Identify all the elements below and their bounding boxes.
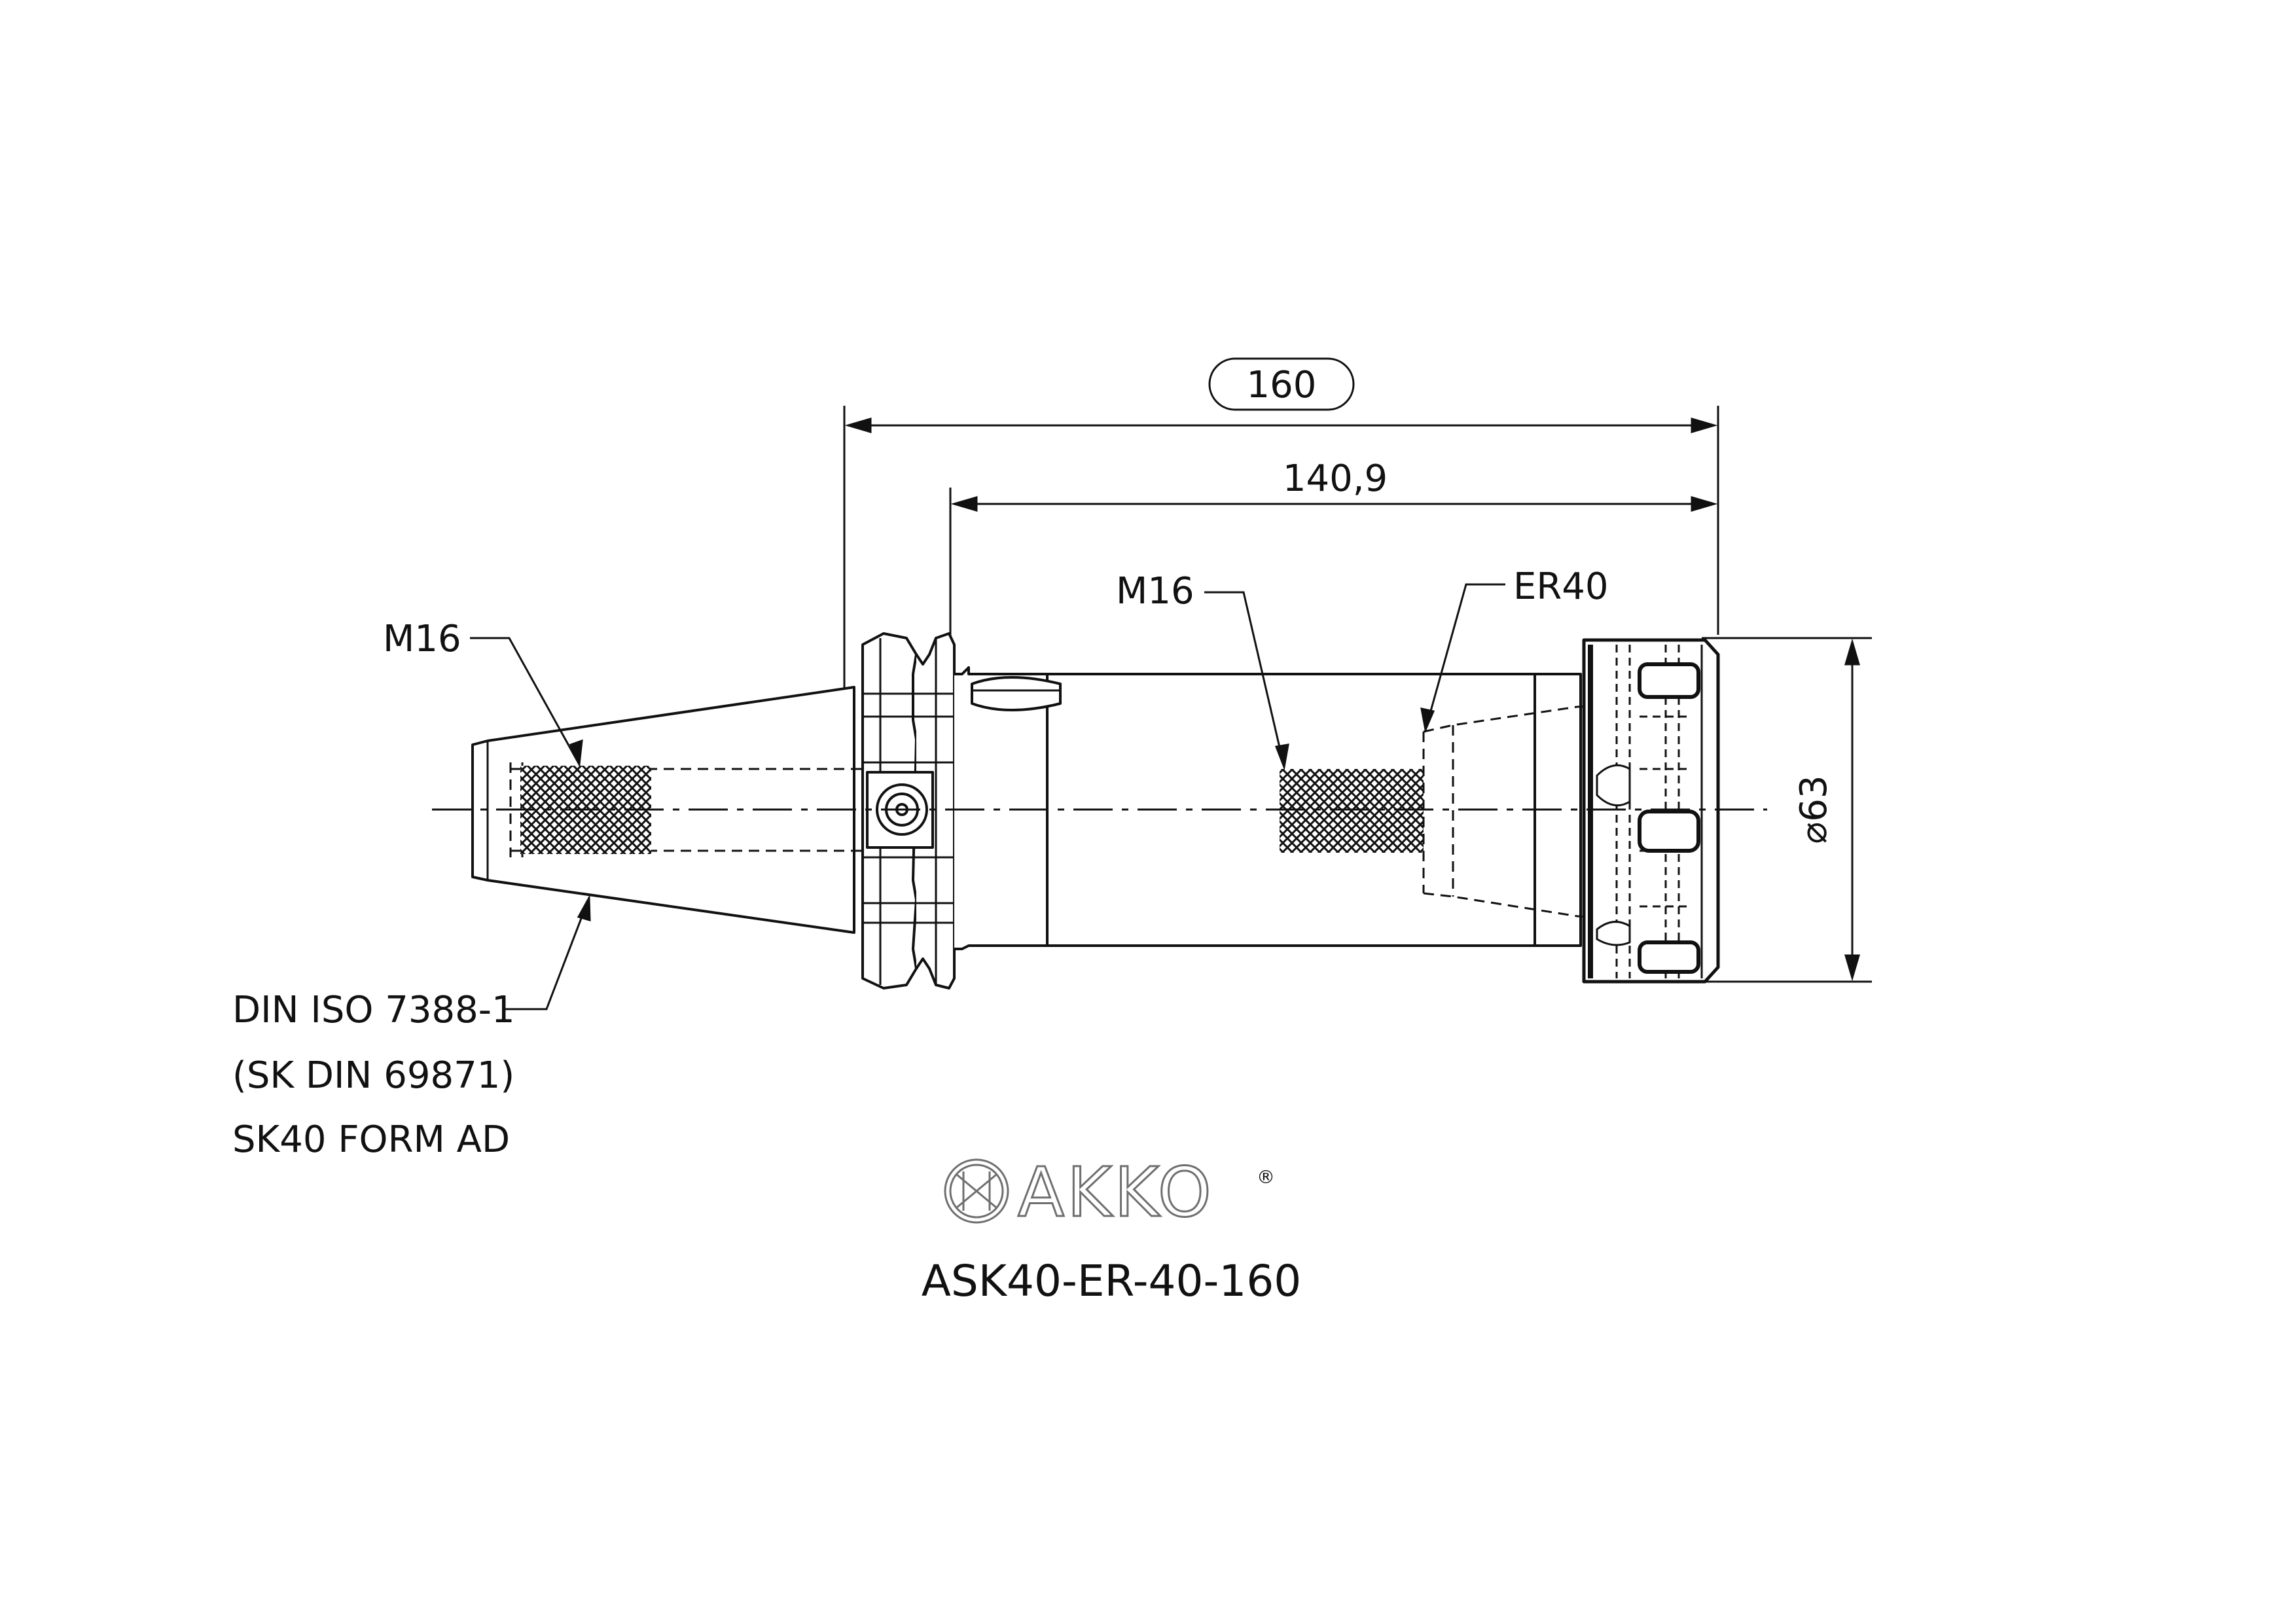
standard-note-line-1: DIN ISO 7388-1	[232, 989, 515, 1031]
callout-leaders	[470, 583, 1505, 1010]
akko-logo-icon	[944, 1158, 1009, 1224]
model-code: ASK40-ER-40-160	[922, 1256, 1302, 1306]
dimension-overall-length	[843, 357, 1719, 700]
brand-name: AKKO	[1018, 1152, 1214, 1232]
tool-holder	[432, 632, 1767, 990]
standard-note-line-2: (SK DIN 69871)	[232, 1054, 514, 1097]
registered-mark: ®	[1257, 1166, 1275, 1188]
callout-er40: ER40	[1513, 565, 1609, 608]
flange-v-groove	[861, 632, 956, 990]
dimension-diameter	[1702, 637, 1872, 983]
shank	[954, 666, 1582, 950]
callout-thread-m16-left: M16	[383, 618, 461, 660]
overall-length-value: 160	[1247, 364, 1317, 406]
gauge-length-value: 140,9	[1283, 457, 1388, 500]
standard-note-line-3: SK40 FORM AD	[232, 1118, 510, 1161]
callout-thread-m16-right: M16	[1116, 570, 1194, 613]
diameter-value: ⌀63	[1793, 776, 1835, 844]
thread-m16-right	[1280, 769, 1424, 853]
clamping-nut	[1582, 638, 1720, 984]
dimension-gauge-length	[949, 488, 1718, 654]
